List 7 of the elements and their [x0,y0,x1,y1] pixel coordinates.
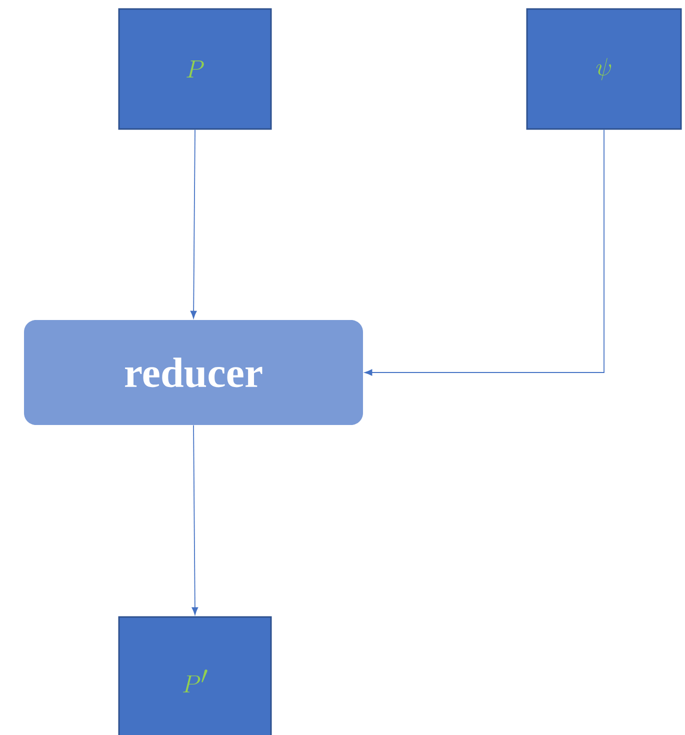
arrow [364,129,604,376]
arrow [190,129,197,318]
math-box: $P'$ [118,616,272,735]
math-box: $\psi$ [526,8,682,130]
process-box: reducer [24,320,363,425]
arrow [192,424,198,615]
math-box: $P$ [118,8,272,130]
